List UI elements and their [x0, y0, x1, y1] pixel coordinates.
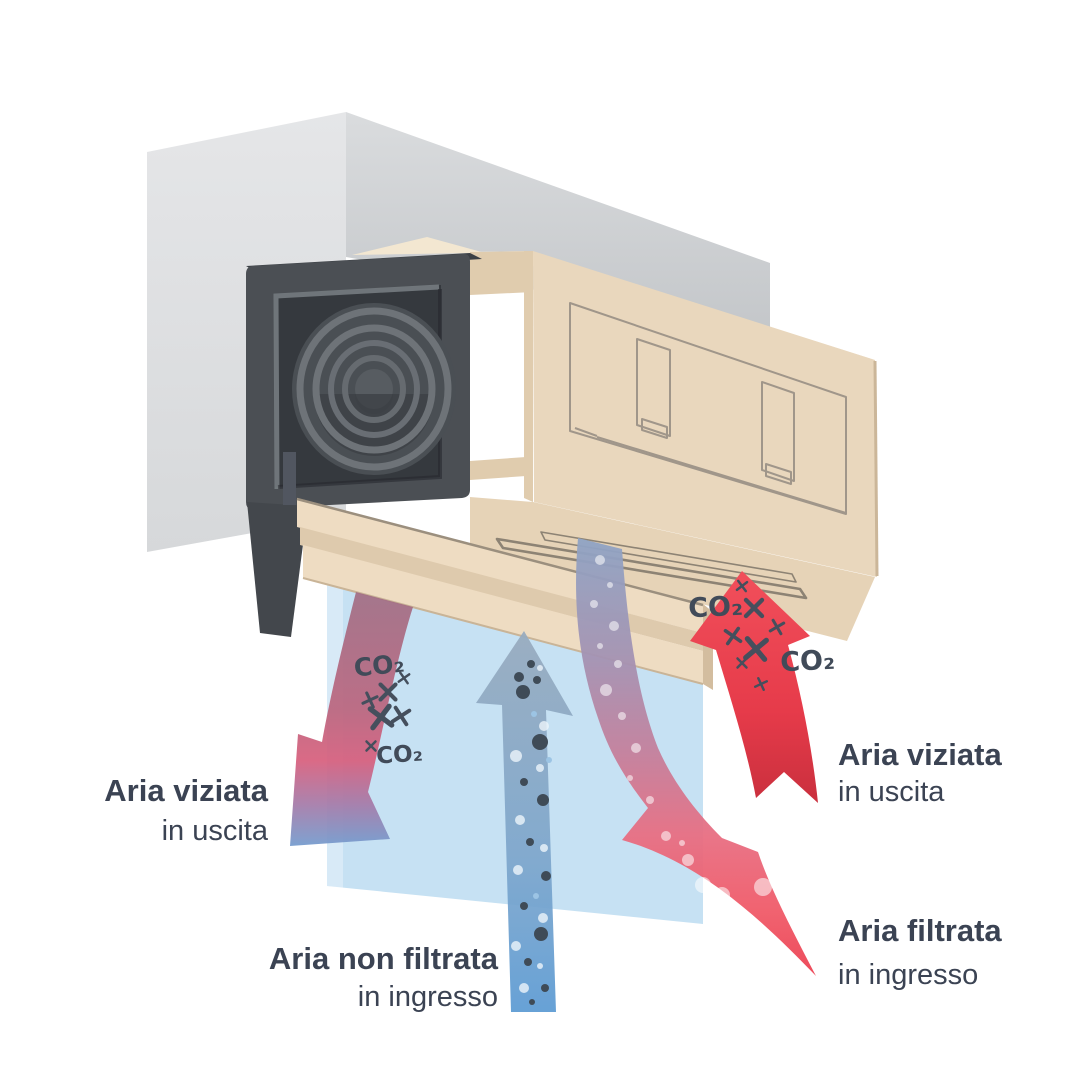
- caption-filtered-air: Aria filtrata in ingresso: [838, 913, 1002, 991]
- caption-unfiltered-air: Aria non filtrata in ingresso: [269, 941, 499, 1013]
- co2-label: CO₂: [779, 645, 835, 679]
- arrow-stale-air-right: CO₂ CO₂: [687, 571, 836, 803]
- unit-end-face: [470, 251, 533, 502]
- shutter-foot: [247, 502, 308, 637]
- caption-line: in uscita: [162, 815, 269, 847]
- co2-marks-left: CO₂ CO₂: [352, 648, 423, 769]
- internal-components-outline: [569, 302, 847, 515]
- roller-spiral: [292, 303, 456, 475]
- vent-slot-inner: [540, 531, 797, 583]
- co2-marks-right: CO₂ CO₂: [687, 581, 836, 690]
- arrow-unfiltered-air: [476, 631, 573, 1012]
- particles-filtered: [590, 555, 772, 950]
- shutter-box: [246, 253, 482, 637]
- caption-line: Aria filtrata: [838, 913, 1002, 948]
- shutter-opening-bevel-light: [273, 284, 440, 490]
- caption-line: in uscita: [838, 776, 945, 808]
- caption-line: Aria viziata: [104, 773, 268, 808]
- unit-right-edge: [873, 360, 879, 577]
- caption-stale-air-right: Aria viziata in uscita: [838, 737, 1002, 808]
- arrow-stale-air-left: CO₂ CO₂: [290, 592, 424, 846]
- shutter-strap: [283, 452, 296, 505]
- vent-slot-outer: [495, 537, 808, 600]
- caption-line: in ingresso: [358, 981, 498, 1013]
- particles-unfiltered: [514, 660, 551, 1005]
- wall-side-face: [346, 112, 770, 331]
- co2-label: CO₂: [687, 591, 743, 625]
- caption-stale-air-left: Aria viziata in uscita: [104, 773, 269, 847]
- arrow-filtered-air: [576, 538, 816, 976]
- caption-line: in ingresso: [838, 959, 978, 991]
- co2-label: CO₂: [375, 740, 423, 769]
- caption-line: Aria non filtrata: [269, 941, 499, 976]
- particles-unfiltered-light: [510, 665, 549, 993]
- co2-label: CO₂: [352, 648, 405, 682]
- unit-top-face: [352, 237, 875, 360]
- particles-unfiltered-blue: [531, 711, 552, 899]
- caption-line: Aria viziata: [838, 737, 1002, 772]
- ventilation-unit: [352, 237, 879, 641]
